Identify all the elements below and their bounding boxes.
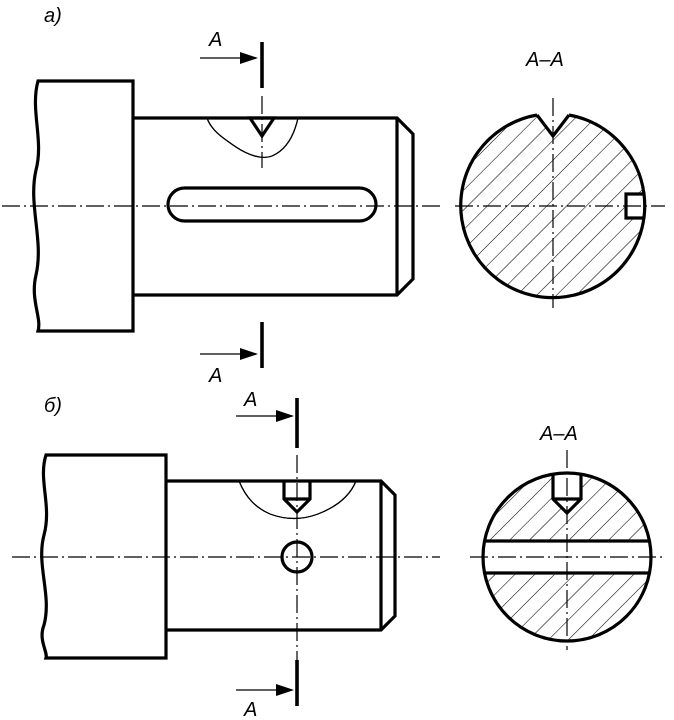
- section-view-a: [455, 98, 666, 308]
- section-arc-a: [568, 113, 646, 195]
- figure-a-tag: а): [44, 5, 62, 27]
- cut-label-top-a: A: [208, 29, 222, 51]
- shoulder-b: [40, 453, 168, 660]
- break-line-b: [238, 480, 357, 520]
- arrowhead-bottom-b: [276, 684, 294, 696]
- arrowhead-top-a: [240, 52, 258, 64]
- section-outline-a: [459, 113, 647, 300]
- shoulder-a: [32, 79, 135, 333]
- arrowhead-bottom-a: [240, 348, 258, 360]
- figure-a: а) A A A–A: [2, 5, 666, 387]
- figure-b-tag: б): [44, 395, 62, 417]
- cut-label-top-b: A: [243, 389, 257, 411]
- break-line-a: [206, 117, 299, 159]
- shaft-a: [133, 116, 415, 297]
- section-title-b: A–A: [539, 423, 578, 445]
- arrowhead-top-b: [276, 410, 294, 422]
- slot-a: [166, 186, 378, 223]
- figure-b: б) A A A–A: [12, 389, 664, 720]
- cut-label-bottom-a: A: [208, 365, 222, 387]
- section-title-a: A–A: [525, 49, 564, 71]
- section-view-b: [470, 450, 664, 650]
- cut-label-bottom-b: A: [243, 699, 257, 720]
